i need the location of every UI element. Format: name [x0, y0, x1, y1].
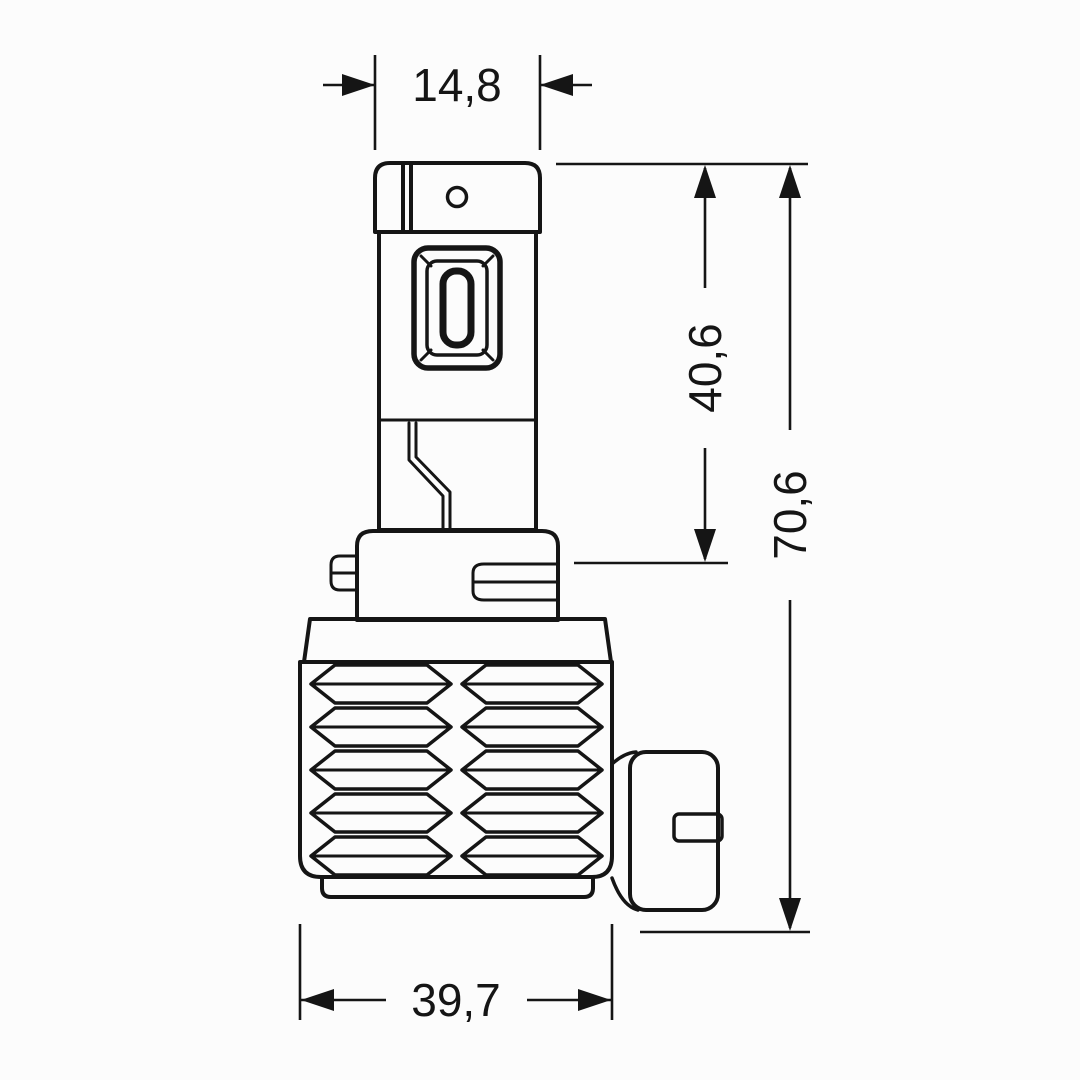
bulb-cap: [373, 161, 542, 234]
wire-line-inner: [414, 421, 452, 532]
arrowhead-up: [779, 165, 801, 198]
arrowhead-up: [694, 165, 716, 198]
heat-sink-fin: [460, 792, 604, 834]
led-window: [411, 245, 503, 371]
alignment-dot: [445, 185, 469, 209]
dim-label-upper-height: 40,6: [679, 323, 731, 413]
heat-sink-fin: [460, 706, 604, 748]
led-window-outer: [411, 245, 503, 371]
dimension-base-width: 39,7: [298, 924, 614, 1026]
heat-sink-fin: [309, 706, 453, 748]
heat-sink-fin: [309, 792, 453, 834]
arrowhead-down: [779, 898, 801, 931]
bulb-assembly: [298, 161, 724, 912]
heat-sink-fin: [309, 835, 453, 877]
heat-sink-base: [320, 875, 595, 899]
dim-label-base-width: 39,7: [411, 974, 501, 1026]
heat-sink-fins: [309, 663, 604, 877]
flange: [302, 617, 613, 664]
arrowhead-left: [540, 74, 573, 96]
heat-sink-fin: [460, 835, 604, 877]
heat-sink-fin: [460, 663, 604, 705]
led-window-inner: [425, 259, 489, 357]
dimension-top-width: 14,8: [323, 55, 592, 150]
heat-sink-fin: [309, 749, 453, 791]
window-chamfer-bottom-left: [419, 348, 433, 362]
connector: [610, 750, 724, 912]
arrowhead-right: [342, 74, 375, 96]
arrowhead-right: [578, 989, 611, 1011]
led-chip-slot: [439, 267, 475, 349]
connector-plug: [628, 750, 720, 912]
collar: [329, 529, 560, 622]
window-chamfer-top-left: [419, 254, 433, 268]
collar-outline: [355, 529, 560, 622]
arrowhead-down: [694, 529, 716, 562]
connector-neck-bottom: [610, 876, 640, 912]
heat-sink: [298, 660, 614, 899]
connector-neck-top: [610, 750, 638, 766]
dim-label-total-height: 70,6: [764, 470, 816, 560]
bulb-body: [377, 230, 538, 532]
heat-sink-fin: [309, 663, 453, 705]
wire-detail: [407, 421, 452, 532]
wire-line-outer: [407, 421, 445, 532]
dim-label-top-width: 14,8: [412, 59, 502, 111]
connector-tab: [672, 812, 724, 843]
heat-sink-fin: [460, 749, 604, 791]
dimension-total-height: 70,6: [640, 165, 816, 934]
window-chamfer-bottom-right: [481, 348, 495, 362]
arrowhead-left: [301, 989, 334, 1011]
window-chamfer-top-right: [481, 254, 495, 268]
dimension-upper-height: 40,6: [556, 162, 808, 565]
